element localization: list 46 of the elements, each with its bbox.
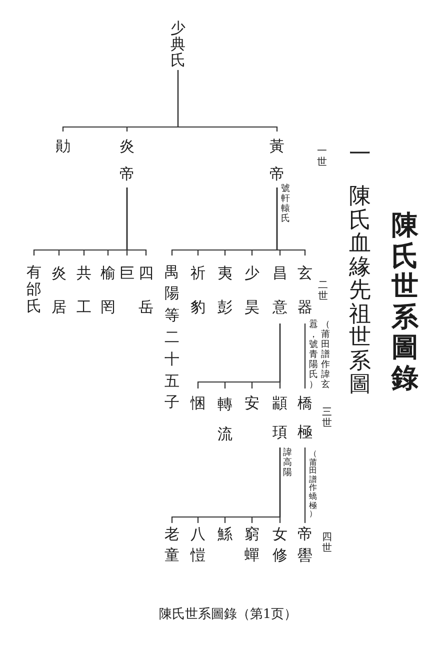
person-name: 帝嚳 (298, 524, 312, 566)
connector-line (279, 324, 281, 388)
person-name: 炎帝 (120, 136, 134, 184)
person-name: 有邰氏 (26, 264, 42, 315)
person-name: 四岳 (138, 262, 154, 318)
person-name: 榆罔 (100, 262, 116, 318)
person-name: 勛 (56, 136, 70, 156)
title: 陳氏世系圖錄 (392, 211, 418, 394)
connector-line (177, 70, 278, 132)
connector-line (276, 188, 306, 256)
person-name: 安 (244, 393, 260, 414)
annotation: （莆田譜作蟜極） (309, 450, 317, 519)
person-name: 女修 (272, 524, 288, 566)
connector-line (126, 188, 147, 256)
person-name: 少典氏 (170, 20, 186, 68)
section-number: 一 (349, 144, 371, 166)
connector-line (304, 448, 306, 523)
generation-label: 四世 (322, 532, 332, 554)
person-name: 禺陽等二十五子 (164, 262, 180, 414)
person-name: 橋極 (298, 393, 312, 443)
person-name: 老童 (164, 524, 180, 566)
person-name: 悃 (190, 393, 206, 414)
annotation: 諱高陽 (283, 448, 292, 478)
person-name: 昌意 (272, 262, 288, 318)
person-name: 八愷 (190, 524, 206, 566)
person-name: 少昊 (244, 262, 260, 318)
person-name: 夷彭 (218, 262, 232, 318)
person-name: 顓頊 (272, 393, 288, 443)
connector-line (304, 324, 306, 388)
person-name: 轉流 (218, 394, 232, 444)
person-name: 玄器 (298, 262, 312, 318)
person-name: 鯀 (218, 524, 232, 545)
person-name: 炎居 (52, 262, 66, 318)
generation-label: 一世 (317, 146, 327, 168)
annotation: 號軒轅氏 (281, 184, 290, 224)
generation-label: 二世 (318, 280, 328, 302)
annotation: （莆田譜作諱玄囂，號青陽氏） (309, 320, 330, 390)
caption: 陳氏世系圖錄（第1页） (158, 608, 298, 621)
section-heading: 陳氏血緣先祖世系圖 (349, 185, 371, 397)
person-name: 祈豹 (190, 262, 206, 318)
person-name: 窮蟬 (244, 524, 260, 566)
person-name: 黃帝 (270, 136, 284, 184)
person-name: 共工 (76, 262, 92, 318)
connector-line (279, 448, 281, 523)
generation-label: 三世 (322, 406, 332, 428)
person-name: 巨 (120, 262, 134, 284)
